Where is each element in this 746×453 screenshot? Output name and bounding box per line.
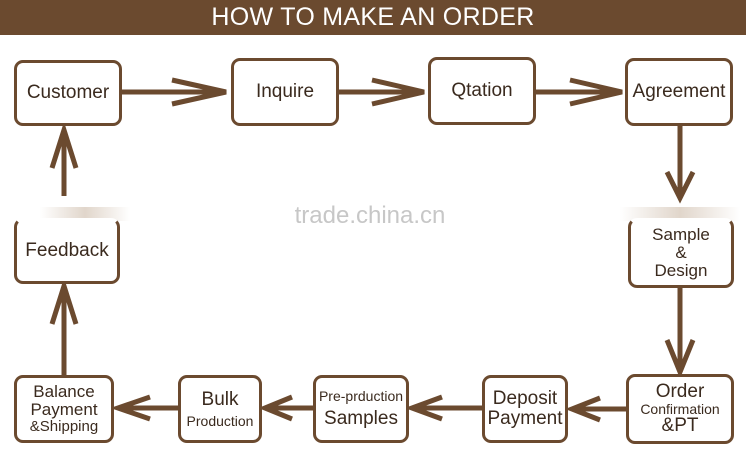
arrow-customer-inquire [121,77,227,107]
arrow-sample-order [664,288,696,379]
arrow-agreement-sample [664,126,696,204]
step-balance-payment-shipping: Balance Payment &Shipping [14,375,114,443]
step-customer-label: Customer [26,82,110,104]
step-inquire: Inquire [231,58,339,126]
page-title: HOW TO MAKE AN ORDER [211,3,535,31]
step-agreement-label: Agreement [632,81,726,103]
step-quotation: Qtation [428,57,536,125]
step-order-line3: &PT [661,415,699,437]
arrow-quotation-agreement [536,77,623,107]
arrow-bulk-balance [110,394,178,422]
step-sample-design: Sample & Design [628,218,734,288]
step-feedback-label: Feedback [25,240,109,262]
step-pre-production-samples: Pre-prduction Samples [313,375,409,443]
step-deposit-line1: Deposit [492,388,558,410]
arrow-deposit-preproduction [404,394,483,422]
step-balance-line3: &Shipping [29,417,99,435]
step-bulk-production: Bulk Production [178,375,262,443]
watermark: trade.china.cn [294,202,446,229]
fade-left [40,207,130,221]
step-deposit-payment: Deposit Payment [482,375,568,443]
step-bulk-line1: Bulk [201,388,239,410]
arrow-feedback-customer [49,121,79,196]
step-customer: Customer [14,60,122,126]
header-bar: HOW TO MAKE AN ORDER [0,0,746,35]
step-feedback: Feedback [14,218,120,284]
arrow-inquire-quotation [338,77,425,107]
step-order-confirmation: Order Confirmation &PT [626,374,734,444]
arrow-order-deposit [565,395,626,423]
step-order-line2: Confirmation [640,400,720,417]
step-quotation-label: Qtation [451,80,513,102]
step-balance-line2: Payment [30,400,98,420]
step-inquire-label: Inquire [255,81,315,103]
step-preproduction-line2: Samples [324,408,398,430]
step-sample-line1: Sample [652,225,710,245]
step-preproduction-line1: Pre-prduction [318,387,404,404]
fade-right [620,207,740,221]
step-sample-line3: Design [654,260,708,280]
arrow-balance-feedback [49,277,79,376]
step-balance-line1: Balance [33,382,95,402]
arrow-preproduction-bulk [258,394,314,422]
step-bulk-line2: Production [186,412,254,429]
step-order-line1: Order [655,380,705,402]
step-deposit-line2: Payment [487,408,563,429]
step-sample-line2: & [675,243,687,263]
step-agreement: Agreement [625,58,733,126]
